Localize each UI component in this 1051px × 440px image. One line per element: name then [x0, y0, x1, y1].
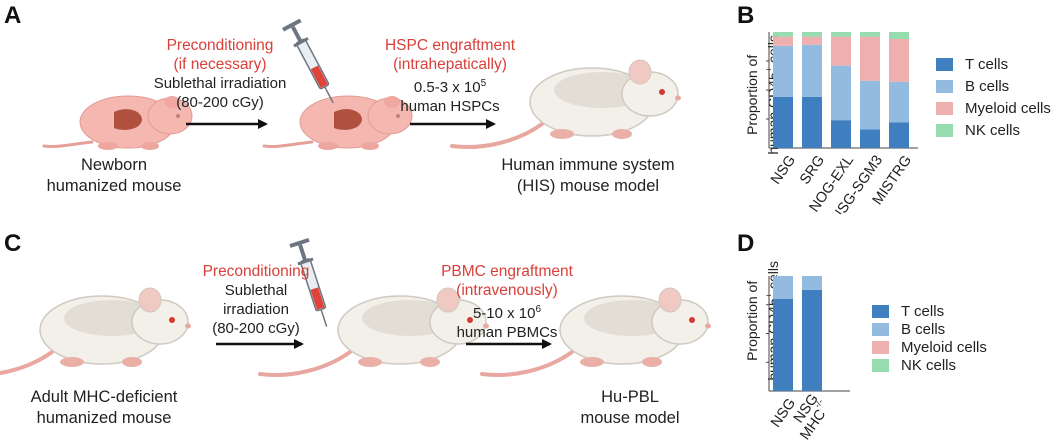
- b-bar-nsg-sgm3-nk-cells: [860, 32, 880, 37]
- a-end-line1: Human immune system: [501, 156, 675, 174]
- a-start-caption: Newborn humanized mouse: [34, 155, 194, 197]
- b-bar-nsg-sgm3-t-cells: [860, 129, 880, 148]
- a-engraft-sub: (intrahepatically): [393, 56, 507, 73]
- d-legend-swatch-t: [872, 305, 889, 318]
- b-legend-myeloid: Myeloid cells: [936, 100, 1051, 117]
- a-engraft-dose-base: 0.5-3 x 10: [413, 79, 481, 96]
- a-engraft-cells: human HSPCs: [400, 98, 500, 115]
- a-precond-line1: Sublethal irradiation: [153, 75, 287, 92]
- b-category-label: NSG: [768, 153, 799, 188]
- b-bar-nog-exl-nk-cells: [831, 32, 851, 37]
- a-engraft-block: HSPC engraftment (intrahepatically) 0.5-…: [370, 36, 530, 116]
- c-engraft-cells: human PBMCs: [456, 324, 558, 341]
- b-bar-nsg-b-cells: [773, 45, 793, 97]
- b-bar-nsg-t-cells: [773, 96, 793, 148]
- b-legend-swatch-b: [936, 80, 953, 93]
- a-end-caption: Human immune system (HIS) mouse model: [488, 155, 688, 197]
- b-bar-nsg-sgm3-b-cells: [860, 80, 880, 130]
- d-bar-nsg-b-cells: [773, 276, 793, 299]
- b-bar-nog-exl-t-cells: [831, 120, 851, 148]
- a-engraft-dose-exp: 5: [480, 78, 487, 89]
- c-engraft-dose-base: 5-10 x 10: [472, 305, 536, 322]
- a-precond-sub: (if necessary): [173, 56, 267, 73]
- d-bar-nsg-mhc-t-cells: [802, 289, 822, 391]
- a-precond-title: Preconditioning: [166, 37, 274, 54]
- c-precond-line1: Sublethal: [224, 282, 288, 299]
- b-bar-nog-exl-myeloid-cells: [831, 36, 851, 66]
- b-bar-srg-nk-cells: [802, 32, 822, 37]
- a-engraft-dose: 0.5-3 x 105: [370, 74, 530, 97]
- b-bar-nsg-nk-cells: [773, 32, 793, 37]
- b-legend-swatch-nk: [936, 124, 953, 137]
- d-legend-swatch-nk: [872, 359, 889, 372]
- a-start-line2: humanized mouse: [46, 177, 182, 195]
- c-engraft-block: PBMC engraftment (intravenously) 5-10 x …: [432, 262, 582, 342]
- c-engraft-dose-exp: 6: [535, 304, 542, 315]
- b-ylabel-line1: Proportion of: [744, 54, 761, 135]
- c-start-caption: Adult MHC-deficient humanized mouse: [14, 387, 194, 429]
- d-ylabel-line1: Proportion of: [744, 280, 761, 361]
- b-bar-nsg-myeloid-cells: [773, 36, 793, 46]
- d-category-label: NSGMHC-/-: [785, 391, 834, 440]
- b-legend-swatch-myeloid: [936, 102, 953, 115]
- d-legend-myeloid: Myeloid cells: [872, 339, 987, 356]
- a-precond-block: Preconditioning (if necessary) Sublethal…: [142, 36, 298, 112]
- c-precond-title: Preconditioning: [202, 263, 310, 280]
- c-end-line1: Hu-PBL: [601, 388, 659, 406]
- c-engraft-sub: (intravenously): [456, 282, 558, 299]
- b-bar-mistrg-t-cells: [889, 122, 909, 148]
- b-bar-nsg-sgm3-myeloid-cells: [860, 36, 880, 81]
- b-bar-mistrg-nk-cells: [889, 32, 909, 39]
- a-start-line1: Newborn: [80, 156, 148, 174]
- c-start-line1: Adult MHC-deficient: [30, 388, 178, 406]
- b-legend-swatch-t: [936, 58, 953, 71]
- c-end-line2: mouse model: [580, 409, 680, 427]
- panel-letter-c: C: [4, 230, 22, 257]
- b-bar-mistrg-myeloid-cells: [889, 38, 909, 82]
- c-precond-line3: (80-200 cGy): [212, 320, 300, 337]
- d-bar-nsg-mhc-b-cells: [802, 276, 822, 290]
- b-legend-t: T cells: [936, 56, 1008, 73]
- d-legend-nk: NK cells: [872, 357, 956, 374]
- c-precond-line2: irradiation: [223, 301, 289, 318]
- c-start-line2: humanized mouse: [36, 409, 172, 427]
- b-bar-srg-b-cells: [802, 44, 822, 97]
- d-legend-swatch-myeloid: [872, 341, 889, 354]
- b-legend-b: B cells: [936, 78, 1009, 95]
- panel-letter-b: B: [737, 2, 755, 29]
- c-engraft-dose: 5-10 x 106: [432, 300, 582, 323]
- c-precond-block: Preconditioning Sublethal irradiation (8…: [186, 262, 326, 338]
- b-bar-srg-t-cells: [802, 96, 822, 148]
- c-end-caption: Hu-PBL mouse model: [560, 387, 700, 429]
- b-bar-mistrg-b-cells: [889, 81, 909, 123]
- a-end-line2: (HIS) mouse model: [516, 177, 660, 195]
- panel-letter-d: D: [737, 230, 755, 257]
- d-legend-b: B cells: [872, 321, 945, 338]
- d-bar-nsg-t-cells: [773, 299, 793, 391]
- adult-mouse-icon: [0, 286, 193, 378]
- panel-letter-a: A: [4, 2, 22, 29]
- a-engraft-title: HSPC engraftment: [384, 37, 516, 54]
- b-bar-srg-myeloid-cells: [802, 36, 822, 45]
- d-legend-swatch-b: [872, 323, 889, 336]
- d-legend-t: T cells: [872, 303, 944, 320]
- b-legend-nk: NK cells: [936, 122, 1020, 139]
- a-precond-line2: (80-200 cGy): [176, 94, 264, 111]
- b-bar-nog-exl-b-cells: [831, 65, 851, 121]
- c-engraft-title: PBMC engraftment: [441, 263, 573, 280]
